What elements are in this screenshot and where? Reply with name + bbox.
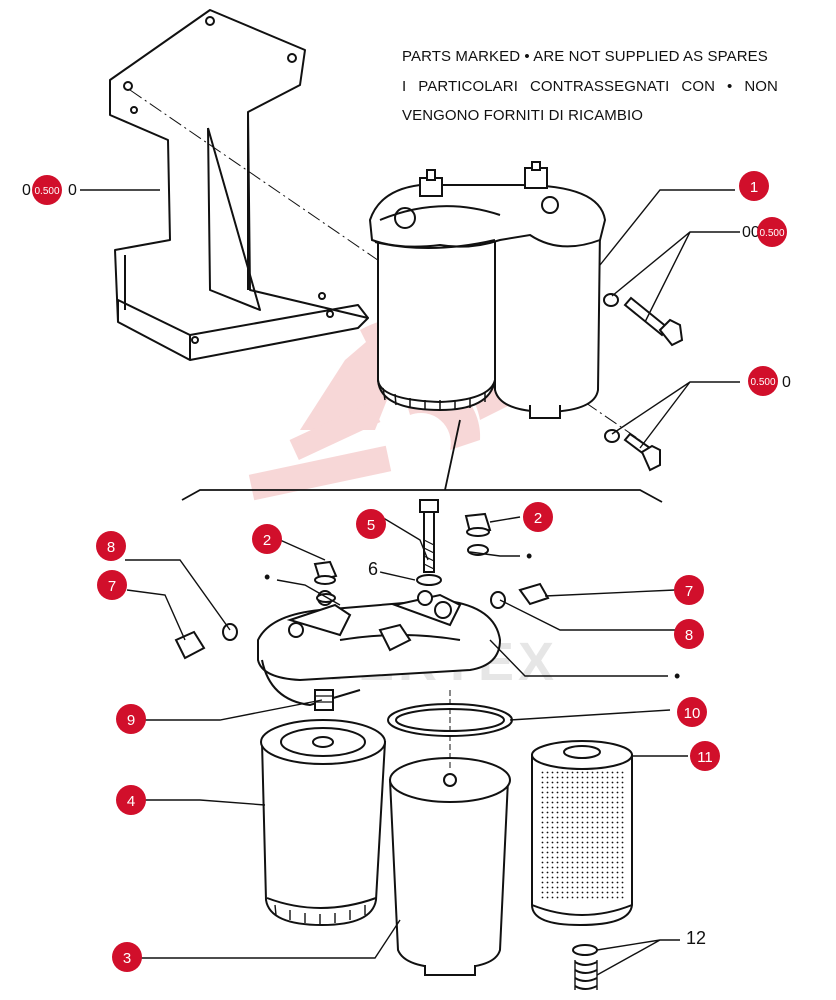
callout-10[interactable]: 10: [677, 697, 707, 727]
callout-2a[interactable]: 2: [252, 524, 282, 554]
callout-label: 0.500: [34, 186, 59, 197]
bolt-lower: [604, 429, 661, 472]
callout-label: 10: [684, 705, 701, 722]
plug-right-top: [464, 512, 492, 556]
callout-label: 2: [534, 510, 542, 527]
leader-lines: [80, 189, 740, 976]
callout-label: 9: [127, 712, 135, 729]
callout-8a[interactable]: 8: [96, 531, 126, 561]
callout-label: 7: [685, 583, 693, 600]
callout-label: 8: [685, 627, 693, 644]
assembled-filter-unit: [368, 161, 607, 419]
side-plug-left: [174, 623, 238, 660]
dot-marker-3: •: [674, 666, 680, 686]
plug-left-top: [313, 560, 338, 585]
fitting-bottom: [314, 689, 334, 711]
callout-9[interactable]: 9: [116, 704, 146, 734]
callout-5[interactable]: 5: [356, 509, 386, 539]
callout-label: 0.500: [750, 377, 775, 388]
long-bolt: [416, 499, 442, 586]
label-left-prefix: 0: [22, 182, 31, 199]
label-12: 12: [686, 928, 706, 948]
callout-4[interactable]: 4: [116, 785, 146, 815]
label-upper-right-prefix: 00: [742, 224, 760, 241]
callout-label: 7: [108, 578, 116, 595]
note-line-1: PARTS MARKED • ARE NOT SUPPLIED AS SPARE…: [402, 48, 768, 65]
label-left-suffix: 0: [68, 182, 77, 199]
callout-11[interactable]: 11: [690, 741, 720, 771]
callout-3[interactable]: 3: [112, 942, 142, 972]
dot-marker-1: •: [264, 567, 270, 587]
dot-marker-2: •: [526, 546, 532, 566]
callout-7a[interactable]: 7: [97, 570, 127, 600]
label-6: 6: [368, 559, 378, 579]
side-plug-right: [490, 582, 550, 609]
cartridge-mesh: [540, 770, 624, 900]
callout-0500-upper-right[interactable]: 0.500: [757, 217, 787, 247]
callout-label: 8: [107, 539, 115, 556]
note-line-3: VENGONO FORNITI DI RICAMBIO: [402, 107, 644, 124]
callout-1[interactable]: 1: [739, 171, 769, 201]
callout-0500-lower-right[interactable]: 0.500: [748, 366, 778, 396]
exploded-view-bracket: [181, 419, 663, 503]
callout-label: 2: [263, 532, 271, 549]
callout-label: 4: [127, 793, 135, 810]
callout-label: 5: [367, 517, 375, 534]
callout-2b[interactable]: 2: [523, 502, 553, 532]
spring: [572, 944, 598, 990]
callout-label: 0.500: [759, 228, 784, 239]
filter-bowl: [388, 757, 511, 976]
label-lower-right-suffix: 0: [782, 374, 791, 391]
dot-markers: • • •: [264, 546, 680, 686]
callout-label: 3: [123, 950, 131, 967]
mounting-bracket: [109, 9, 369, 361]
bolt-upper: [603, 293, 684, 347]
callout-8b[interactable]: 8: [674, 619, 704, 649]
callout-label: 11: [697, 749, 713, 766]
callout-label: 1: [750, 179, 758, 196]
spin-on-filter: [260, 719, 387, 927]
callout-7b[interactable]: 7: [674, 575, 704, 605]
note-line-2: I PARTICOLARI CONTRASSEGNATI CON • NON: [402, 78, 778, 95]
callout-0500-left[interactable]: 0.500: [32, 175, 62, 205]
